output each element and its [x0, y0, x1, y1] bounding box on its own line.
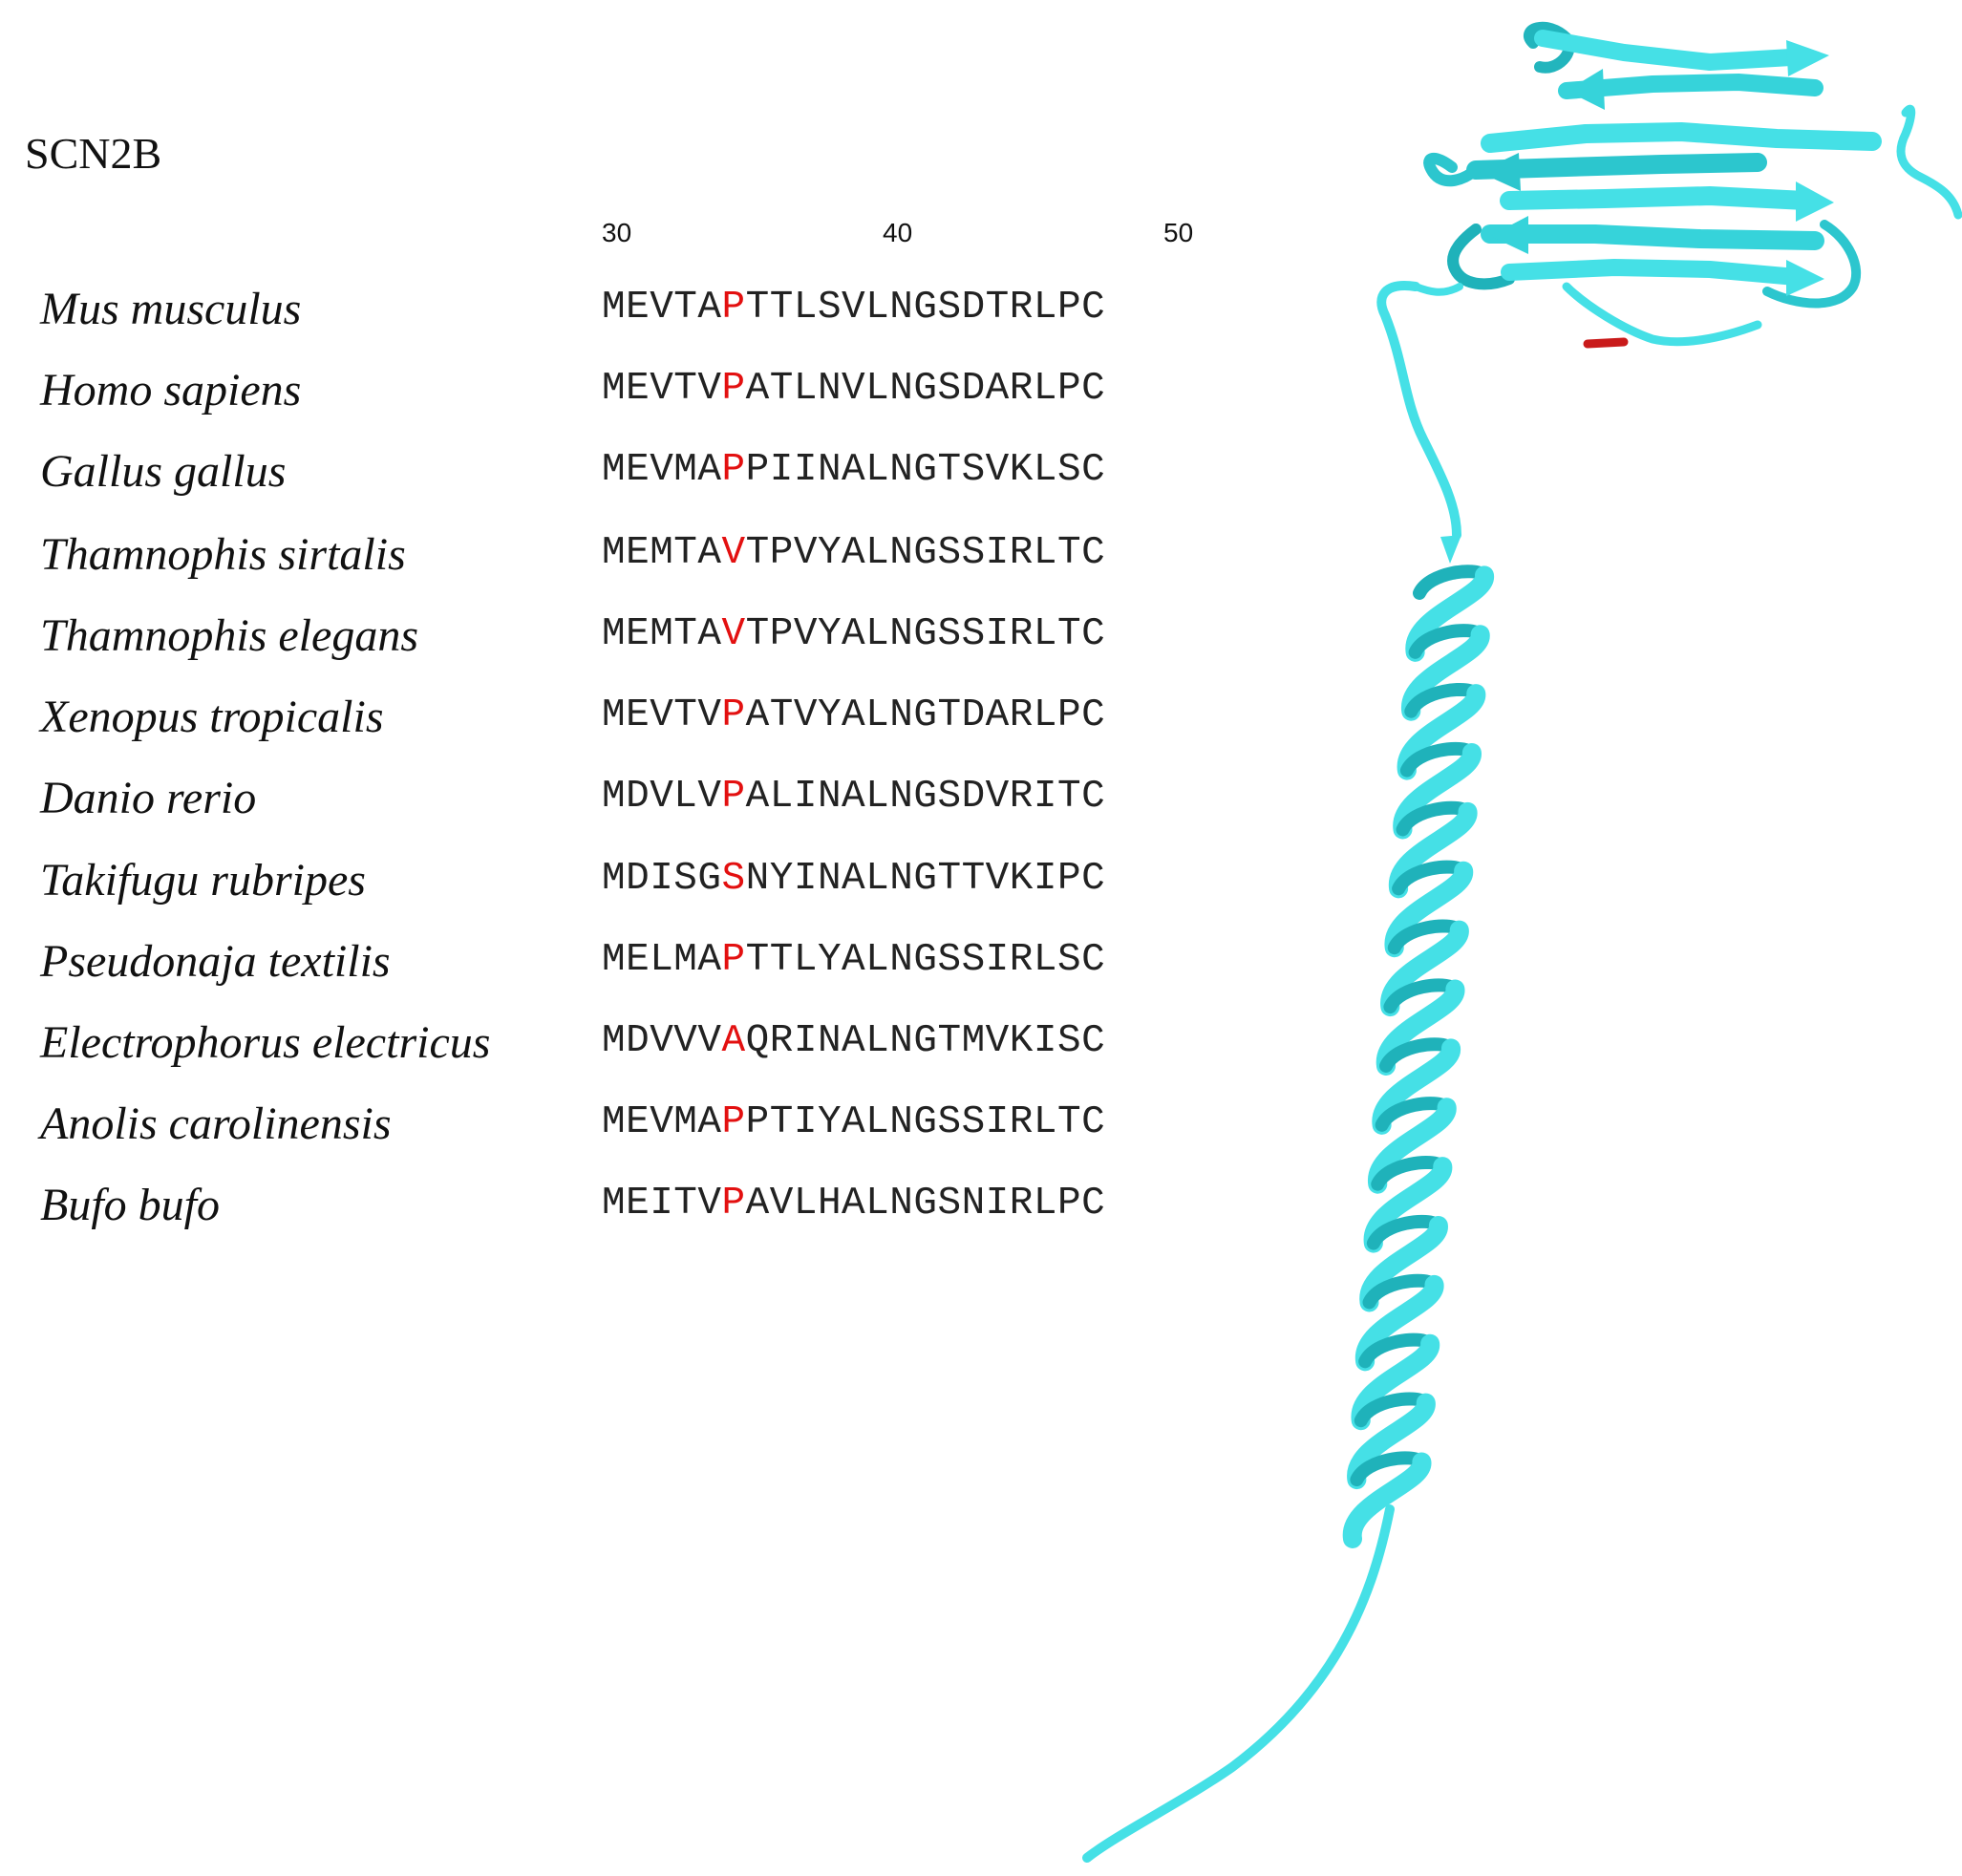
c-terminal-tail: [1082, 1504, 1395, 1863]
sequence-after: ATLNVLNGSDARLPC: [745, 367, 1106, 411]
species-label: Danio rerio: [40, 773, 257, 823]
species-label: Anolis carolinensis: [40, 1098, 392, 1149]
species-label: Thamnophis elegans: [40, 610, 418, 661]
sequence-before: MEVMA: [602, 448, 722, 492]
highlighted-residue: V: [721, 612, 746, 656]
sequence-after: ALINALNGSDVRITC: [745, 775, 1106, 819]
position-label-50: 50: [1163, 218, 1194, 247]
highlighted-residue: P: [721, 938, 746, 982]
sequence-after: PTIYALNGSSIRLTC: [745, 1100, 1106, 1144]
species-label: Takifugu rubripes: [40, 855, 366, 906]
figure-title: SCN2B: [25, 129, 162, 178]
sequence-after: TPVYALNGSSIRLTC: [745, 531, 1106, 575]
sequence-after: QRINALNGTMVKISC: [745, 1019, 1106, 1063]
sequence-after: ATVYALNGTDARLPC: [745, 693, 1106, 737]
species-label: Electrophorus electricus: [40, 1017, 491, 1068]
sequence-row: MEMTAVTPVYALNGSSIRLTC: [602, 534, 1105, 573]
species-label: Pseudonaja textilis: [40, 936, 391, 987]
sequence-before: MEITV: [602, 1182, 722, 1226]
sequence-row: MEMTAVTPVYALNGSSIRLTC: [602, 615, 1105, 654]
alpha-helix: [1342, 565, 1494, 1548]
sequence-row: MEVTVPATVYALNGTDARLPC: [602, 696, 1105, 735]
position-label-40: 40: [883, 218, 913, 247]
sequence-row: MDVVVAQRINALNGTMVKISC: [602, 1022, 1105, 1061]
species-label: Mus musculus: [40, 284, 302, 334]
sequence-after: TPVYALNGSSIRLTC: [745, 612, 1106, 656]
sequence-before: MELMA: [602, 938, 722, 982]
sequence-after: AVLHALNGSNIRLPC: [745, 1182, 1106, 1226]
sequence-before: MEVTV: [602, 693, 722, 737]
highlighted-residue: P: [721, 693, 746, 737]
sequence-row: MDISGSNYINALNGTTVKIPC: [602, 860, 1105, 899]
sequence-before: MEMTA: [602, 531, 722, 575]
sequence-before: MEMTA: [602, 612, 722, 656]
sequence-row: MEVMAPPTIYALNGSSIRLTC: [602, 1103, 1105, 1142]
highlighted-residue: P: [721, 1100, 746, 1144]
species-label: Gallus gallus: [40, 446, 287, 497]
sequence-after: PIINALNGTSVKLSC: [745, 448, 1106, 492]
sequence-row: MEVMAPPIINALNGTSVKLSC: [602, 451, 1105, 490]
linker-loop: [1376, 281, 1461, 564]
highlighted-residue: S: [721, 857, 746, 901]
sequence-row: MELMAPTTLYALNGSSIRLSC: [602, 941, 1105, 980]
highlighted-residue: P: [721, 286, 746, 330]
species-label: Homo sapiens: [40, 365, 302, 416]
sequence-after: NYINALNGTTVKIPC: [745, 857, 1106, 901]
species-label: Bufo bufo: [40, 1180, 220, 1230]
sequence-after: TTLYALNGSSIRLSC: [745, 938, 1106, 982]
highlighted-residue: V: [721, 531, 746, 575]
beta-sheet-domain: [1412, 21, 1962, 349]
sequence-row: MEVTAPTTLSVLNGSDTRLPC: [602, 288, 1105, 328]
sequence-before: MEVTV: [602, 367, 722, 411]
helix-front-segment: [1342, 1452, 1432, 1548]
highlighted-residue: P: [721, 448, 746, 492]
sequence-row: MEVTVPATLNVLNGSDARLPC: [602, 370, 1105, 409]
sequence-row: MEITVPAVLHALNGSNIRLPC: [602, 1184, 1105, 1224]
sequence-before: MDISG: [602, 857, 722, 901]
position-label-30: 30: [602, 218, 632, 247]
highlighted-residue: P: [721, 775, 746, 819]
sequence-before: MEVMA: [602, 1100, 722, 1144]
sequence-before: MEVTA: [602, 286, 722, 330]
sequence-after: TTLSVLNGSDTRLPC: [745, 286, 1106, 330]
sequence-before: MDVLV: [602, 775, 722, 819]
highlighted-residue: P: [721, 1182, 746, 1226]
species-label: Xenopus tropicalis: [40, 692, 384, 742]
sequence-before: MDVVV: [602, 1019, 722, 1063]
species-label: Thamnophis sirtalis: [40, 529, 406, 580]
highlighted-residue: A: [721, 1019, 746, 1063]
highlighted-residue: P: [721, 367, 746, 411]
sequence-row: MDVLVPALINALNGSDVRITC: [602, 778, 1105, 817]
